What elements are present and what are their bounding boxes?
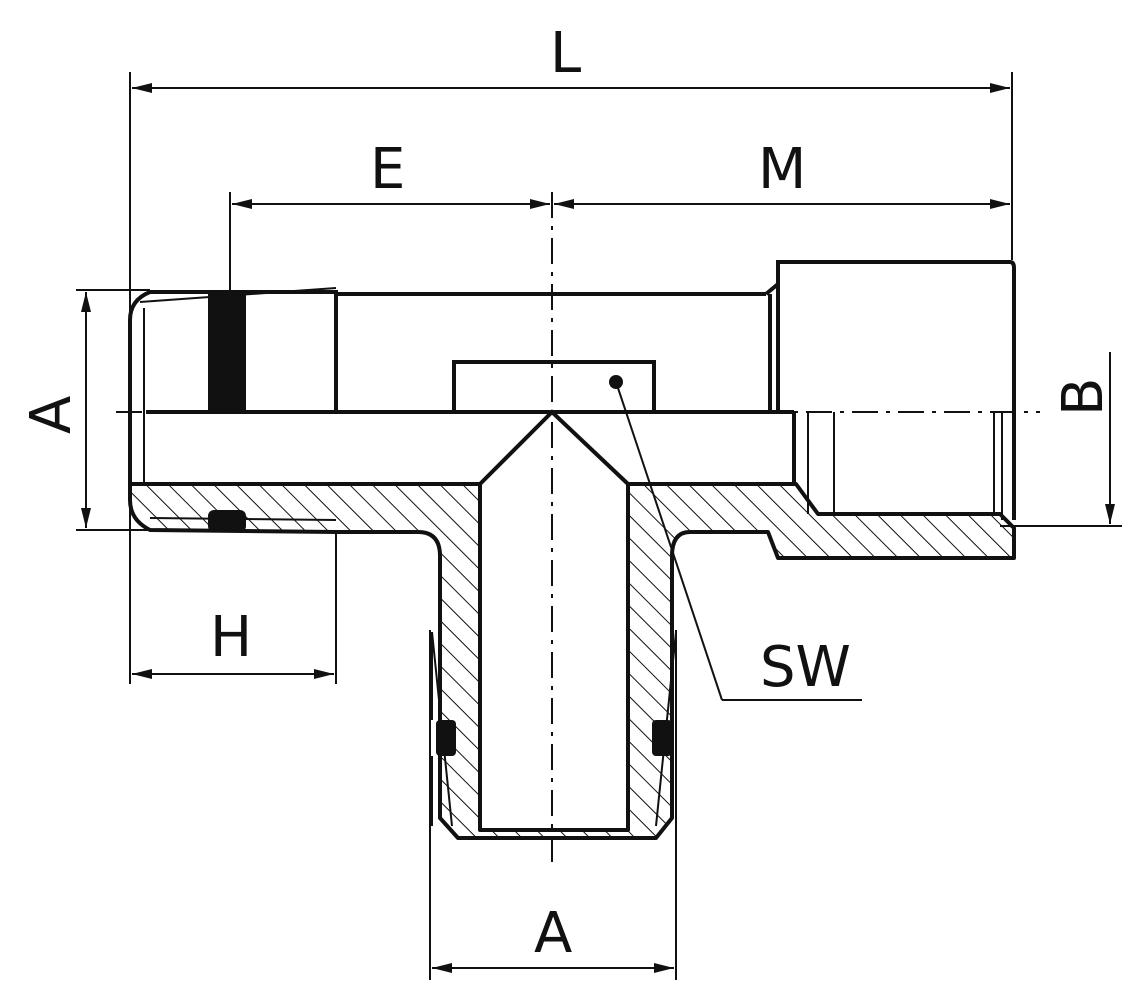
label-L: L	[550, 21, 581, 86]
sw-leader	[609, 375, 862, 701]
seal-branch-left	[436, 720, 456, 756]
label-E: E	[370, 137, 405, 202]
left-thread-outline	[128, 290, 336, 484]
label-M: M	[758, 137, 806, 202]
label-A-left: A	[19, 396, 84, 434]
seal-top-left	[208, 292, 246, 412]
label-SW: SW	[760, 635, 851, 700]
dimension-lines	[81, 83, 1115, 973]
seal-bottom-left	[208, 510, 246, 532]
seals	[208, 292, 672, 756]
hatched-section	[128, 482, 1016, 840]
wrench-flat	[452, 360, 656, 412]
right-hex-outline	[776, 260, 1016, 520]
label-A-bottom: A	[534, 901, 572, 966]
body-section	[128, 482, 1016, 840]
label-H: H	[210, 605, 252, 670]
label-B: B	[1051, 378, 1116, 416]
seal-branch-right	[652, 720, 672, 756]
fitting-outline	[128, 260, 1016, 827]
